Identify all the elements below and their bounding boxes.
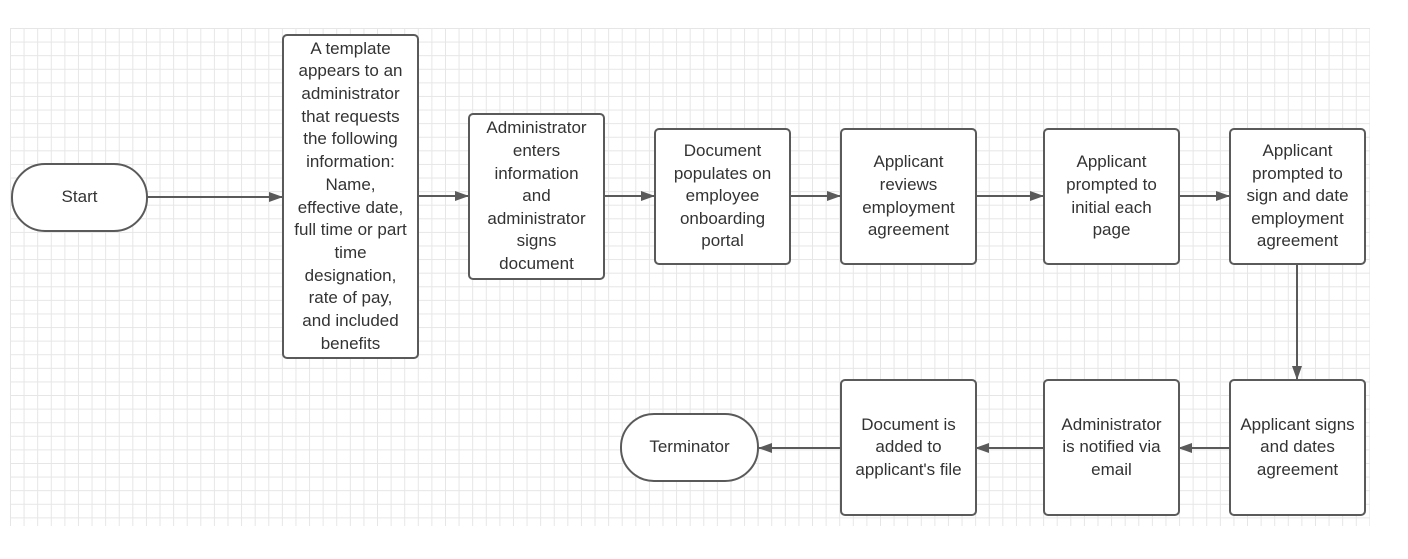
applicant-signs-step: Applicant signs and dates agreement bbox=[1229, 379, 1366, 516]
document-populates-step: Document populates on employee onboardin… bbox=[654, 128, 791, 265]
template-request-step: A template appears to an administrator t… bbox=[282, 34, 419, 359]
start-terminal: Start bbox=[11, 163, 148, 232]
admin-notified-step: Administrator is notified via email bbox=[1043, 379, 1180, 516]
diagram-canvas bbox=[10, 28, 1370, 526]
document-added-step: Document is added to applicant's file bbox=[840, 379, 977, 516]
applicant-reviews-step: Applicant reviews employment agreement bbox=[840, 128, 977, 265]
admin-enters-info-step: Administrator enters information and adm… bbox=[468, 113, 605, 280]
terminator-terminal: Terminator bbox=[620, 413, 759, 482]
applicant-initial-step: Applicant prompted to initial each page bbox=[1043, 128, 1180, 265]
applicant-sign-prompt-step: Applicant prompted to sign and date empl… bbox=[1229, 128, 1366, 265]
